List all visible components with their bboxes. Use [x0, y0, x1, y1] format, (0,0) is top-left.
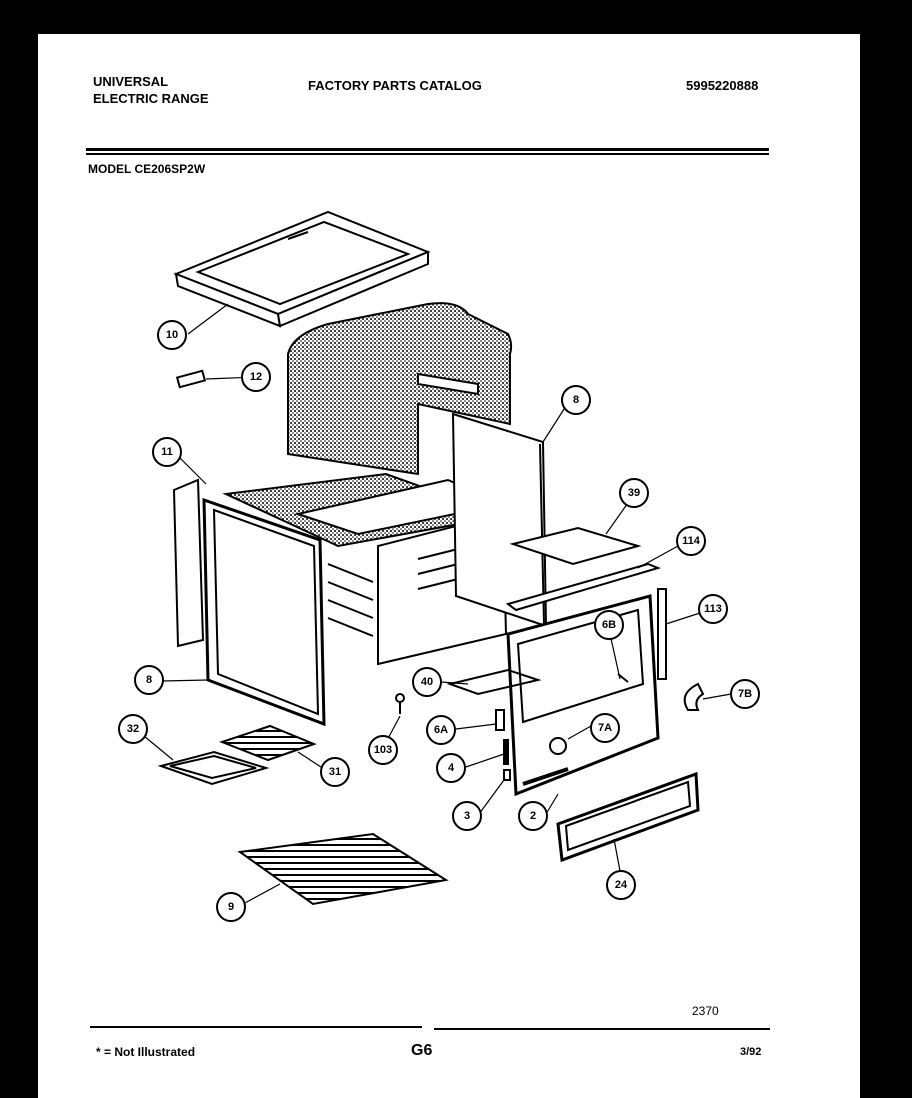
exploded-parts-diagram: 10 12 11 8 39 114 113 6B 8 40 7B 6A 7A 3…	[118, 210, 760, 922]
bake-element	[446, 668, 542, 696]
bracket-part	[175, 369, 207, 389]
callout-8-left: 8	[146, 674, 152, 686]
callout-103: 103	[374, 744, 392, 756]
callout-31: 31	[329, 766, 341, 778]
callout-11: 11	[161, 446, 173, 458]
hinge-6a	[495, 709, 505, 731]
callout-3: 3	[464, 810, 470, 822]
side-trim	[657, 588, 667, 680]
oven-door-frame	[506, 594, 660, 797]
page-code: G6	[411, 1042, 433, 1059]
brand-line2: ELECTRIC RANGE	[93, 91, 209, 106]
footer-rule-right	[434, 1028, 770, 1030]
callout-32: 32	[127, 723, 139, 735]
broil-element	[509, 526, 642, 566]
hinge-7b	[683, 682, 705, 711]
header-rule-top	[86, 148, 769, 151]
drawing-number: 2370	[692, 1004, 719, 1018]
model-label: MODEL CE206SP2W	[88, 162, 206, 176]
bottom-panel	[505, 562, 662, 612]
catalog-sheet: UNIVERSAL ELECTRIC RANGE FACTORY PARTS C…	[38, 34, 860, 1098]
pin-3	[503, 769, 511, 781]
back-panel	[451, 412, 548, 628]
header-rule-bottom	[86, 153, 769, 155]
footer-rule-left	[90, 1026, 422, 1028]
callout-113: 113	[704, 603, 722, 615]
left-side-panel	[172, 478, 205, 648]
callout-7b: 7B	[738, 688, 752, 700]
callout-7a: 7A	[598, 722, 612, 734]
callout-12: 12	[250, 371, 262, 383]
callout-114: 114	[682, 535, 701, 547]
catalog-title: FACTORY PARTS CATALOG	[308, 78, 482, 93]
brand-line1: UNIVERSAL	[93, 74, 169, 89]
callout-9: 9	[228, 901, 234, 913]
date-code: 3/92	[740, 1046, 762, 1058]
cooktop-part	[173, 210, 431, 328]
callout-24: 24	[615, 879, 628, 891]
doc-number: 5995220888	[686, 78, 759, 93]
spring-4	[503, 739, 509, 765]
callout-4: 4	[448, 762, 455, 774]
broiler-grid	[219, 724, 317, 762]
not-illustrated-note: * = Not Illustrated	[96, 1045, 196, 1059]
callout-8-top: 8	[573, 394, 579, 406]
callout-39: 39	[628, 487, 640, 499]
callout-10: 10	[166, 329, 178, 341]
callout-40: 40	[421, 676, 433, 688]
callout-6a: 6A	[434, 724, 448, 736]
oven-rack	[237, 832, 449, 906]
callout-6b: 6B	[602, 619, 616, 631]
callout-2: 2	[530, 810, 536, 822]
cabinet-wrap-part	[287, 302, 513, 476]
